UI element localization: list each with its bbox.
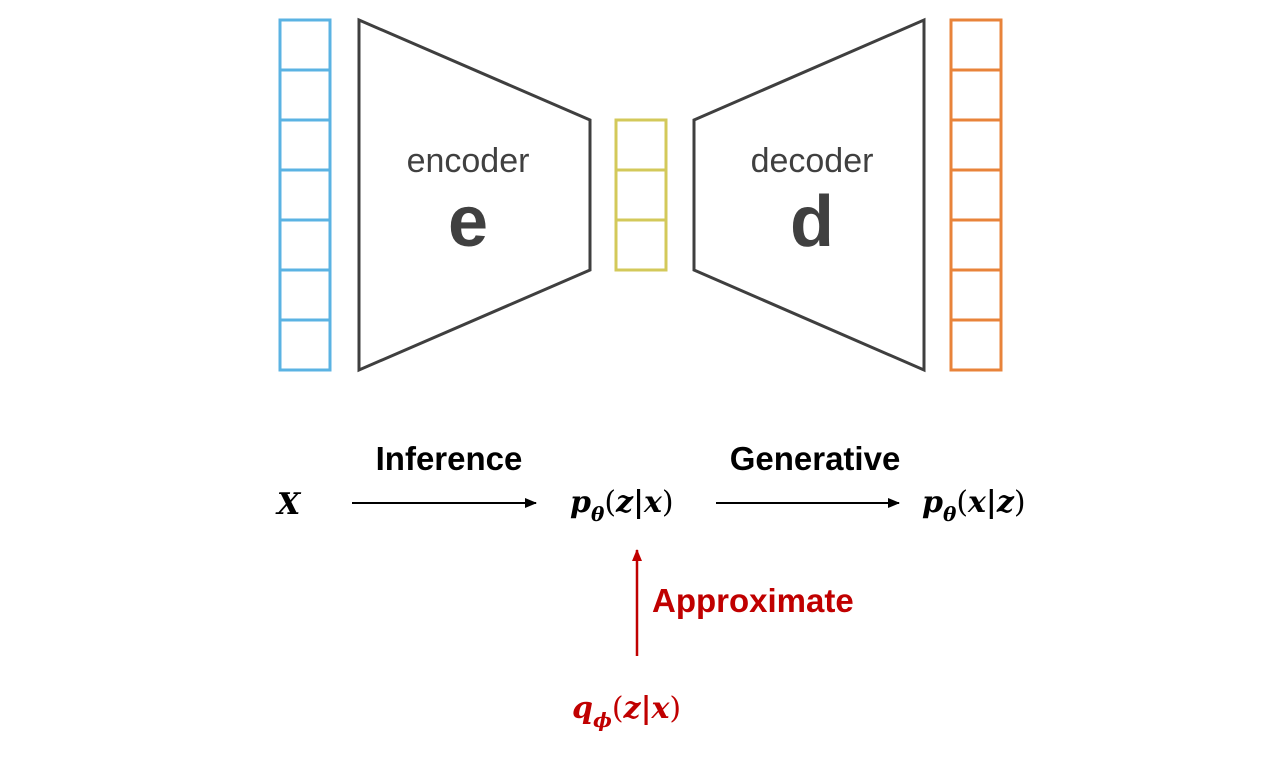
input-vector-cell: [278, 318, 332, 372]
inference-label: Inference: [376, 440, 523, 477]
generative-label: Generative: [730, 440, 901, 477]
output-vector-cell: [949, 218, 1003, 272]
input-vector: [278, 18, 332, 372]
output-vector-cell: [949, 18, 1003, 72]
encoder-shape: [357, 17, 592, 373]
input-vector-cell: [278, 268, 332, 322]
likelihood-sub: θ: [943, 502, 957, 526]
approx-posterior-sub: ϕ: [593, 708, 612, 732]
decoder-label: decoder: [751, 142, 874, 180]
approx-posterior-args: z|x: [623, 691, 671, 726]
likelihood-args: x|z: [967, 485, 1015, 520]
x-symbol: X: [275, 487, 302, 522]
posterior-close-paren: ): [662, 485, 674, 520]
decoder-block: decoder d: [692, 17, 926, 373]
input-vector-cell: [278, 218, 332, 272]
posterior-args: z|x: [615, 485, 663, 520]
encoder-label: encoder: [407, 142, 530, 180]
input-vector-cell: [278, 68, 332, 122]
input-vector-cell: [278, 168, 332, 222]
likelihood-expression: pθ(x|z): [922, 485, 1026, 526]
decoder-letter: d: [790, 182, 834, 262]
likelihood-open-paren: (: [956, 485, 968, 520]
approx-posterior-var: q: [572, 691, 593, 726]
output-vector-cell: [949, 68, 1003, 122]
decoder-shape: [692, 17, 926, 373]
output-vector-cell: [949, 168, 1003, 222]
latent-vector-cell: [614, 168, 668, 222]
likelihood-close-paren: ): [1014, 485, 1026, 520]
encoder-block: encoder e: [357, 17, 592, 373]
latent-vector-cell: [614, 218, 668, 272]
encoder-letter: e: [448, 182, 488, 262]
posterior-expression: pθ(z|x): [570, 485, 674, 526]
likelihood-var: p: [922, 485, 943, 520]
input-vector-cell: [278, 118, 332, 172]
approx-posterior-expression: qϕ(z|x): [572, 691, 681, 732]
approximate-label: Approximate: [652, 582, 854, 619]
output-vector-cell: [949, 318, 1003, 372]
latent-vector: [614, 118, 668, 272]
approx-posterior-open-paren: (: [612, 691, 624, 726]
output-vector: [949, 18, 1003, 372]
input-vector-cell: [278, 18, 332, 72]
output-vector-cell: [949, 268, 1003, 322]
approx-posterior-close-paren: ): [669, 691, 681, 726]
posterior-sub: θ: [591, 502, 605, 526]
output-vector-cell: [949, 118, 1003, 172]
posterior-var: p: [570, 485, 591, 520]
latent-vector-cell: [614, 118, 668, 172]
posterior-open-paren: (: [604, 485, 616, 520]
